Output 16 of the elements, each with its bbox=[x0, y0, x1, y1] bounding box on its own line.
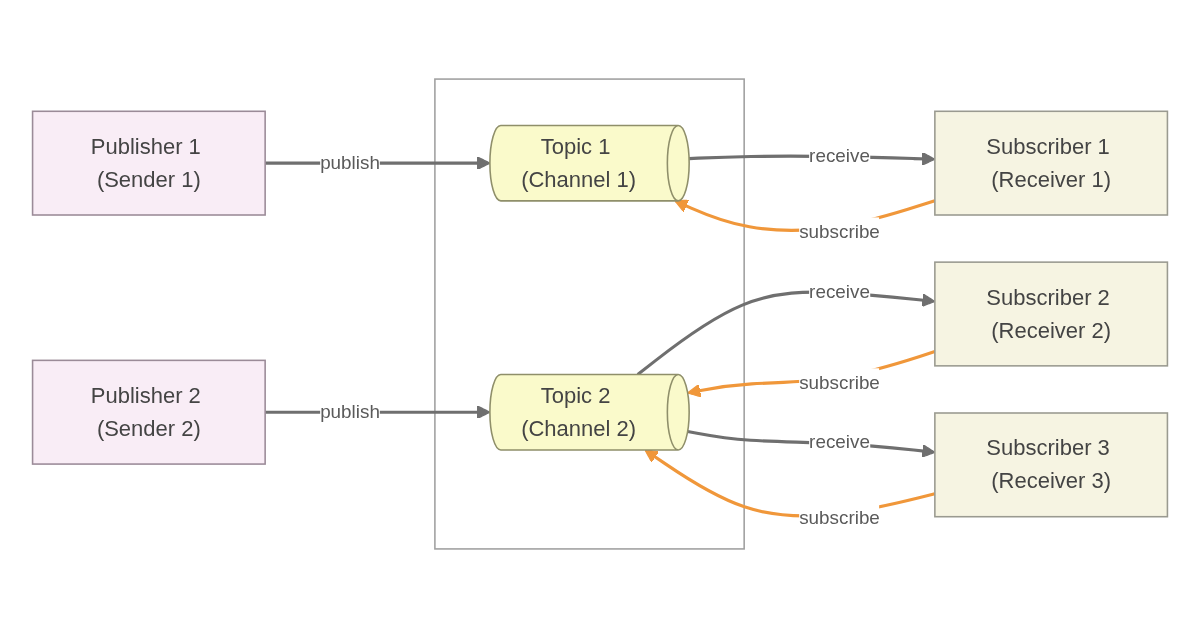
node-box: Subscriber 1 (Receiver 1) bbox=[934, 110, 1169, 216]
node-box: Subscriber 3 (Receiver 3) bbox=[934, 412, 1169, 518]
node-box: Publisher 2 (Sender 2) bbox=[31, 359, 266, 465]
edge-label: publish bbox=[320, 152, 380, 175]
edge-label: publish bbox=[320, 401, 380, 424]
node-box: Publisher 1 (Sender 1) bbox=[31, 110, 266, 216]
cluster bbox=[434, 78, 745, 550]
edge-label: receive bbox=[809, 431, 870, 454]
edge-label: receive bbox=[809, 145, 870, 168]
node-text: Topic 1 (Channel 1) bbox=[521, 133, 637, 192]
node-text: Topic 2 (Channel 2) bbox=[521, 382, 637, 441]
node-box: Subscriber 2 (Receiver 2) bbox=[934, 261, 1169, 367]
edge-label: subscribe bbox=[799, 371, 880, 394]
edge-label: subscribe bbox=[799, 506, 880, 529]
edge-label: receive bbox=[809, 280, 870, 303]
edge-label: subscribe bbox=[799, 220, 880, 243]
